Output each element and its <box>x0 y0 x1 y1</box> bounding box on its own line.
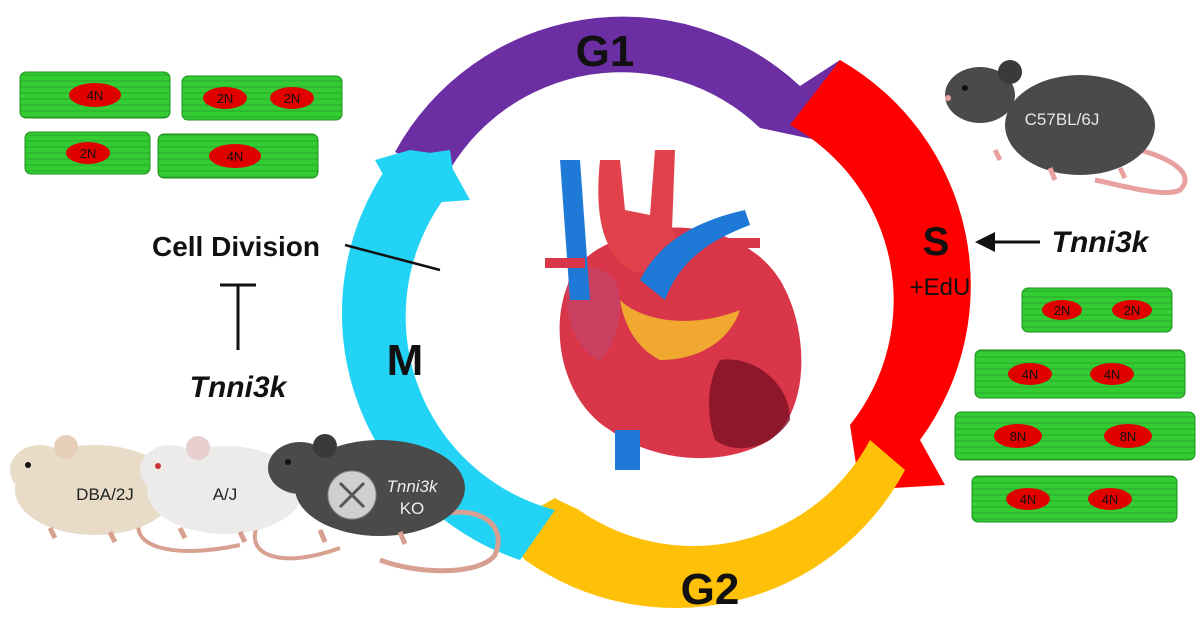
cardiomyocyte: 4N 4N <box>971 475 1178 523</box>
cardiomyocyte: 2N 2N <box>1021 287 1173 333</box>
nucleus-label: 4N <box>1022 367 1039 382</box>
phase-arc-g2 <box>500 440 905 608</box>
ko-gene-label: Tnni3k <box>386 477 439 496</box>
phase-label-g1: G1 <box>576 27 635 76</box>
mouse-aj: A/J <box>140 436 341 561</box>
s-phase-gene-label: Tnni3k <box>1052 226 1150 259</box>
cell-division-pointer <box>344 243 441 272</box>
cardiomyocyte: 4N 4N <box>974 349 1186 399</box>
phase-label-m: M <box>387 336 424 385</box>
nucleus-label: 8N <box>1010 429 1027 444</box>
mice-group: DBA/2J A/J Tnni3k KO <box>10 434 501 574</box>
right-panel: C57BL/6J Tnni3k 2N 2N 4N 4N 8N 8N <box>945 60 1196 523</box>
nucleus-label: 2N <box>80 146 97 161</box>
inferior-vena-cava <box>615 430 640 470</box>
mouse-dba: DBA/2J <box>10 435 241 553</box>
phase-label-g2: G2 <box>681 565 740 614</box>
pulmonary-vein <box>545 258 585 268</box>
heart-fat <box>620 300 740 360</box>
heart-infarct <box>708 359 790 449</box>
nucleus-label: 4N <box>87 88 104 103</box>
s-phase-note: +EdU <box>910 274 971 301</box>
cardiomyocyte: 2N 2N <box>181 75 343 121</box>
heart-illustration <box>545 150 802 470</box>
aj-label: A/J <box>213 485 238 504</box>
cardiomyocyte: 2N <box>24 131 151 175</box>
nucleus-label: 4N <box>1020 492 1037 507</box>
phase-arc-s <box>790 60 971 490</box>
cardiomyocyte: 8N 8N <box>954 411 1196 461</box>
nucleus-label: 4N <box>1104 367 1121 382</box>
arrowhead-m <box>375 150 470 205</box>
nucleus-label: 2N <box>1124 303 1141 318</box>
cardiomyocyte: 4N <box>157 133 319 179</box>
gene-arrowhead <box>975 232 995 252</box>
nucleus-label: 4N <box>1102 492 1119 507</box>
nucleus-label: 4N <box>227 149 244 164</box>
left-panel: 4N 2N 2N 2N 4N Cell Division Tnni3k <box>19 71 441 404</box>
aorta <box>598 150 678 273</box>
pulmonary-vein-2 <box>720 238 760 248</box>
inhibitor-gene-label: Tnni3k <box>190 371 288 404</box>
nucleus-label: 2N <box>217 91 234 106</box>
cell-division-label: Cell Division <box>152 231 320 262</box>
nucleus-label: 8N <box>1120 429 1137 444</box>
nucleus-label: 2N <box>1054 303 1071 318</box>
ko-suffix-label: KO <box>400 499 425 518</box>
mouse-c57: C57BL/6J <box>945 60 1188 196</box>
mouse-ko: Tnni3k KO <box>268 434 501 574</box>
c57-label: C57BL/6J <box>1025 110 1100 129</box>
pulmonary-artery <box>640 210 750 300</box>
cardiomyocyte: 4N <box>19 71 171 119</box>
nucleus-label: 2N <box>284 91 301 106</box>
phase-label-s: S <box>923 220 950 264</box>
dba-label: DBA/2J <box>76 485 134 504</box>
phase-arc-g1 <box>395 16 840 179</box>
knockout-x-icon <box>338 481 366 509</box>
